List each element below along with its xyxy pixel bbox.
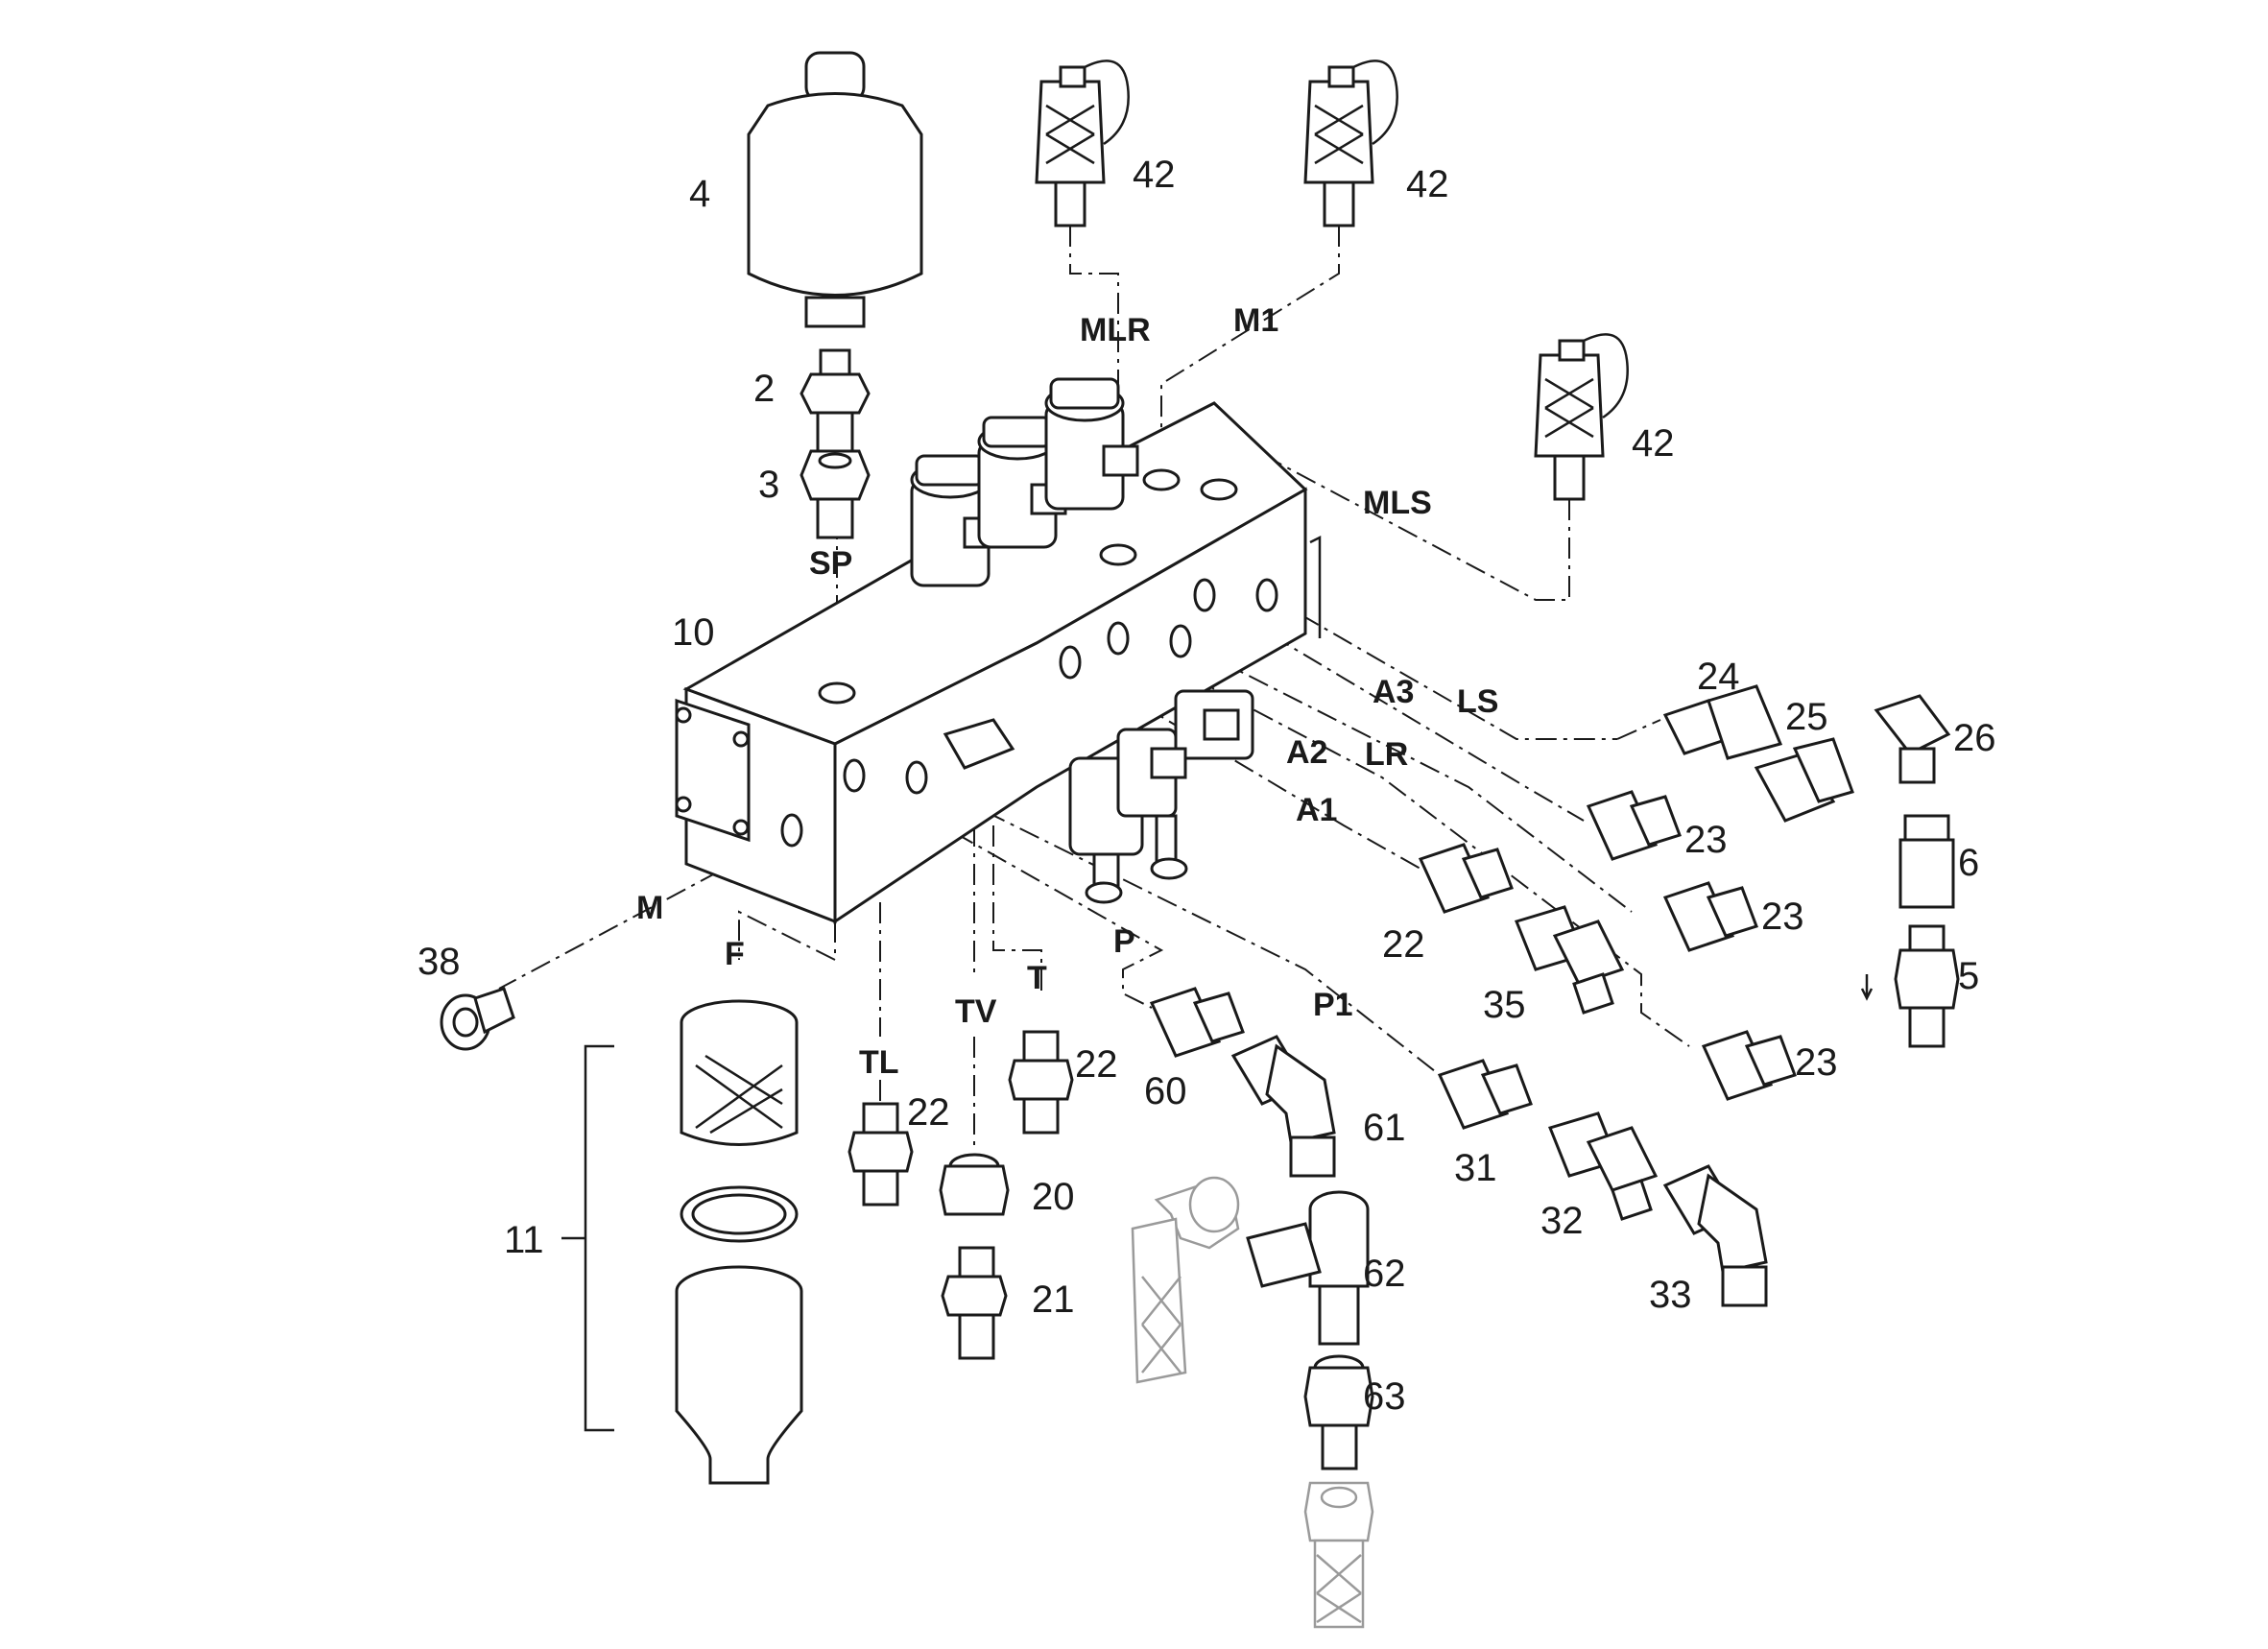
label-part-42-left: 42 <box>1133 154 1176 196</box>
label-part-11: 11 <box>504 1219 544 1261</box>
label-part-32: 32 <box>1540 1200 1584 1242</box>
label-part-31: 31 <box>1454 1147 1497 1189</box>
port-labels: MLR M1 MLS SP A3 LS A2 LR A1 M F P P1 TV… <box>636 302 1498 1081</box>
label-part-20: 20 <box>1032 1176 1075 1218</box>
fitting-20 <box>939 1153 1010 1216</box>
fitting-2 <box>800 348 871 453</box>
port-label-t: T <box>1027 960 1047 996</box>
label-part-61: 61 <box>1363 1107 1406 1149</box>
fitting-26 <box>1874 694 1951 784</box>
fitting-22-right <box>1418 843 1514 914</box>
fitting-6 <box>1898 814 1955 909</box>
label-part-5: 5 <box>1958 955 1979 997</box>
port-label-mls: MLS <box>1363 485 1432 521</box>
fitting-22-t <box>1008 1030 1074 1135</box>
fitting-35 <box>1514 905 1625 1015</box>
fitting-24 <box>1662 684 1783 760</box>
fitting-21 <box>941 1246 1008 1360</box>
lower-solenoids <box>943 689 1254 904</box>
fitting-22-tl <box>848 1102 914 1207</box>
accumulator <box>747 51 923 328</box>
label-part-10: 10 <box>672 611 715 654</box>
label-part-42-right: 42 <box>1632 422 1675 465</box>
port-label-tl: TL <box>859 1044 899 1081</box>
label-part-21: 21 <box>1032 1279 1075 1321</box>
label-part-62: 62 <box>1363 1253 1406 1295</box>
part-number-labels: 4 2 3 10 42 42 42 24 25 26 6 5 23 23 23 … <box>418 154 1996 1418</box>
label-part-25: 25 <box>1785 696 1828 738</box>
port-label-lr: LR <box>1365 736 1408 773</box>
label-part-23-upper: 23 <box>1684 819 1728 861</box>
fitting-23-lower <box>1701 1030 1797 1101</box>
port-label-sp: SP <box>809 545 852 582</box>
solenoid-coils <box>910 377 1139 587</box>
fitting-33 <box>1662 1164 1768 1307</box>
port-label-p: P <box>1113 923 1135 960</box>
fitting-23-upper <box>1586 790 1682 861</box>
label-part-38: 38 <box>418 941 461 983</box>
label-part-22-tl: 22 <box>907 1091 950 1134</box>
port-label-f: F <box>725 936 745 972</box>
label-part-6: 6 <box>1958 842 1979 884</box>
ghost-hose-fittings <box>1131 1176 1374 1629</box>
port-label-m: M <box>636 890 663 926</box>
label-part-63: 63 <box>1363 1375 1406 1418</box>
fitting-62 <box>1246 1190 1370 1346</box>
filter-11 <box>675 999 803 1485</box>
fitting-32 <box>1547 1111 1659 1221</box>
fitting-63 <box>1303 1354 1374 1470</box>
port-label-p1: P1 <box>1313 987 1353 1023</box>
port-label-a1: A1 <box>1296 792 1337 828</box>
label-part-3: 3 <box>758 464 779 506</box>
fitting-61 <box>1230 1035 1336 1178</box>
label-part-23-middle: 23 <box>1761 896 1804 938</box>
port-label-a2: A2 <box>1286 734 1327 771</box>
test-coupling-42-left <box>1035 60 1130 227</box>
port-label-ls: LS <box>1457 683 1498 720</box>
port-label-mlr: MLR <box>1080 312 1151 348</box>
port-label-a3: A3 <box>1373 674 1414 710</box>
test-coupling-42-right <box>1534 333 1629 501</box>
test-coupling-42-middle <box>1303 60 1398 227</box>
plug-38 <box>440 987 515 1051</box>
label-part-33: 33 <box>1649 1274 1692 1316</box>
label-part-35: 35 <box>1483 984 1526 1026</box>
label-part-26: 26 <box>1953 717 1996 759</box>
fitting-60 <box>1149 987 1245 1058</box>
label-part-60: 60 <box>1144 1070 1187 1112</box>
fitting-25 <box>1754 737 1854 823</box>
label-part-24: 24 <box>1697 656 1740 698</box>
fitting-31 <box>1437 1059 1533 1130</box>
port-label-m1: M1 <box>1233 302 1278 339</box>
fitting-3 <box>800 449 871 539</box>
label-part-4: 4 <box>689 173 710 215</box>
label-part-23-lower: 23 <box>1795 1041 1838 1084</box>
valve-block <box>675 401 1322 924</box>
port-label-tv: TV <box>955 993 997 1030</box>
label-part-22-t: 22 <box>1075 1043 1118 1086</box>
label-part-22-right: 22 <box>1382 923 1425 966</box>
fitting-23-middle <box>1662 881 1758 952</box>
label-part-42-middle: 42 <box>1406 163 1449 205</box>
fitting-5 <box>1860 924 1960 1048</box>
label-part-2: 2 <box>753 368 775 410</box>
